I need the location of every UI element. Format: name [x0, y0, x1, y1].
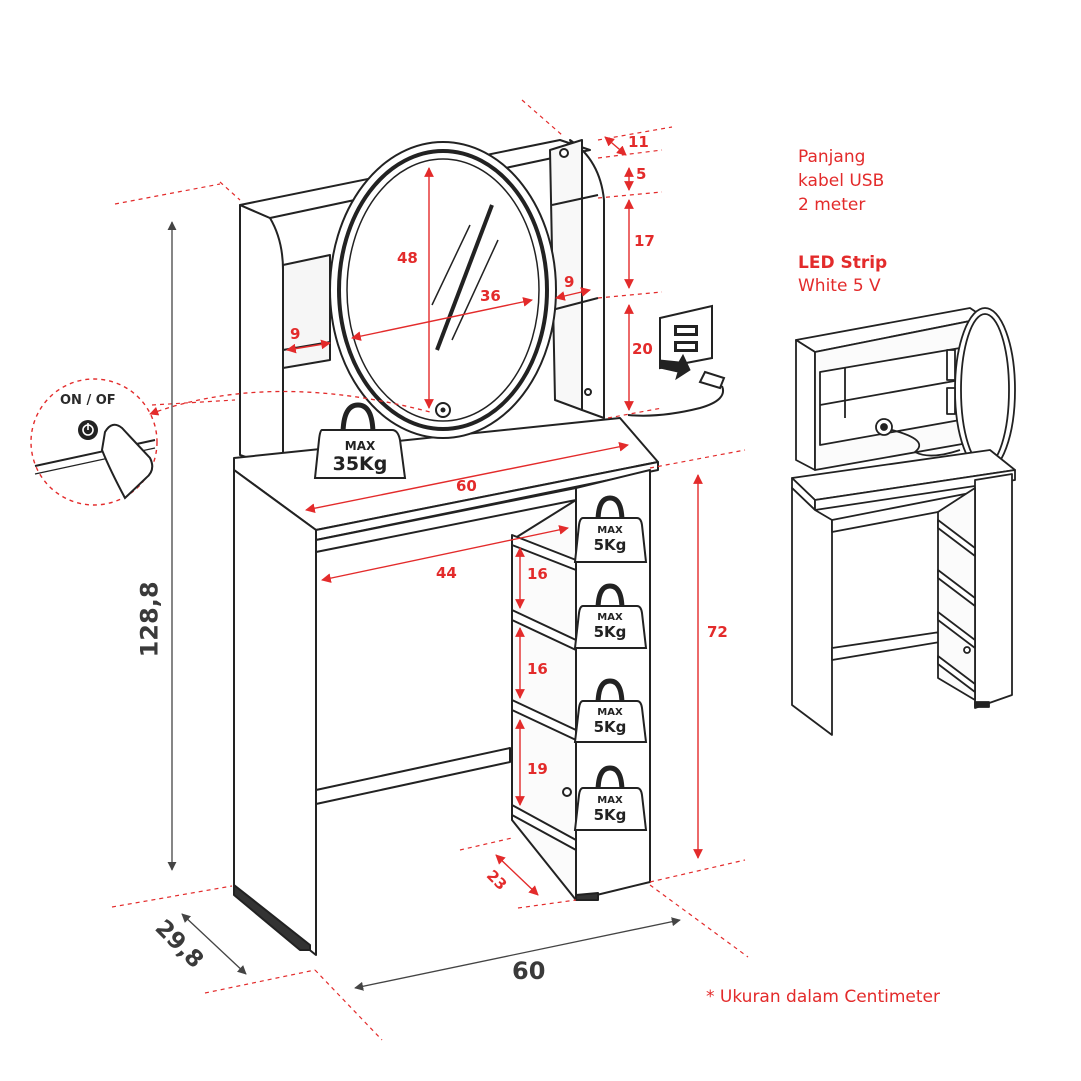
led-strip-title: LED Strip	[798, 253, 888, 273]
shelf-weight-value-2: 5Kg	[593, 623, 627, 641]
dim-rack-1: 16	[527, 565, 548, 583]
led-strip-spec: White 5 V	[798, 276, 881, 296]
finger-icon	[100, 423, 154, 500]
dim-line-rack-depth	[495, 854, 539, 896]
hutch-back	[282, 254, 331, 369]
dim-right-shelf: 9	[564, 273, 575, 291]
shelf-weight-max-1: MAX	[597, 525, 623, 536]
dim-rack-2: 16	[527, 660, 548, 678]
shelf-weight-max-3: MAX	[597, 707, 623, 718]
shelf-weight-max-2: MAX	[597, 612, 623, 623]
usb-cable-line2: kabel USB	[798, 171, 885, 191]
dim-inner-width: 44	[436, 564, 457, 582]
dim-shelf-top: 11	[628, 133, 649, 151]
left-leg-panel	[233, 469, 317, 956]
vanity-secondary	[791, 307, 1016, 736]
weight-icon-shelf-2	[573, 583, 648, 649]
dim-line-shelf-top	[604, 136, 627, 156]
weight-value-label: 35Kg	[332, 453, 388, 475]
usb-cable-line3: 2 meter	[798, 195, 866, 215]
units-footnote: * Ukuran dalam Centimeter	[706, 987, 940, 1007]
usb-socket	[627, 304, 726, 417]
usb-cable-line1: Panjang	[798, 147, 866, 167]
weight-max-label: MAX	[344, 439, 376, 453]
extension-lines	[111, 99, 749, 1041]
dim-line-table-width	[305, 441, 629, 514]
weight-icon-shelf-3	[573, 678, 648, 743]
dim-line-right-shelf	[555, 287, 591, 301]
dim-left-shelf: 9	[290, 325, 301, 343]
switch-callout	[30, 378, 431, 506]
hutch-left-panel	[239, 204, 284, 471]
weight-icon-shelf-4	[573, 765, 648, 831]
dim-rack-3: 19	[527, 760, 548, 778]
dim-line-left-shelf	[286, 339, 331, 354]
dim-table-width: 60	[456, 477, 477, 495]
dim-shelf-low: 20	[632, 340, 653, 358]
dark-dimensions	[167, 221, 681, 991]
dim-mirror-height: 48	[397, 249, 418, 267]
red-dimensions	[286, 136, 703, 896]
dim-line-inner-width	[321, 525, 569, 583]
dim-table-height: 72	[707, 623, 728, 641]
shelf-weight-value-1: 5Kg	[593, 536, 627, 554]
dim-line-width-bottom	[354, 917, 681, 991]
shelf-weight-value-3: 5Kg	[593, 718, 627, 736]
shelf-weight-max-4: MAX	[597, 795, 623, 806]
dim-shelf-mid: 17	[634, 232, 655, 250]
dim-shelf-gap: 5	[636, 165, 647, 183]
dim-line-depth	[181, 913, 247, 975]
oval-mirror	[329, 141, 557, 439]
plug-arrow	[659, 353, 691, 381]
on-off-label: ON / OF	[60, 393, 116, 408]
back-stretcher	[315, 747, 511, 805]
dim-mirror-width: 36	[480, 287, 501, 305]
dim-width-bottom: 60	[512, 957, 546, 985]
dim-line-mirror-width	[351, 297, 533, 341]
dim-total-height: 128,8	[135, 581, 164, 658]
shelf-weight-value-4: 5Kg	[593, 806, 627, 824]
